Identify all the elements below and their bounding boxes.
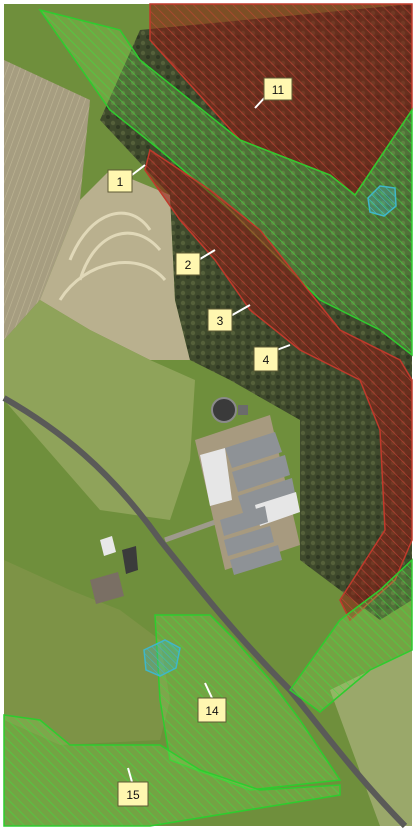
label-11-text: 11	[272, 83, 285, 97]
farm-buildings	[195, 397, 300, 575]
label-4[interactable]: 4	[253, 346, 279, 372]
lower-field	[4, 560, 170, 745]
label-1-text: 1	[117, 175, 124, 189]
zone-15[interactable]	[3, 714, 341, 827]
zone-1[interactable]	[38, 8, 413, 357]
label-11[interactable]: 11	[263, 77, 293, 101]
silo	[211, 397, 237, 423]
road	[2, 395, 408, 829]
pond-zone-lower[interactable]	[143, 639, 181, 677]
label-2[interactable]: 2	[175, 252, 201, 276]
green-field	[4, 300, 195, 520]
right-field	[330, 650, 412, 826]
pond-zone-upper[interactable]	[367, 185, 397, 217]
zone-2-4[interactable]	[144, 148, 413, 622]
light-field	[40, 170, 190, 360]
label-1[interactable]: 1	[107, 169, 133, 193]
label-4-text: 4	[263, 353, 270, 367]
label-15-text: 15	[126, 788, 140, 802]
label-14[interactable]: 14	[197, 697, 227, 723]
zone-labels: 11 1 2 3 4 14 15	[107, 77, 293, 807]
label-15[interactable]: 15	[117, 781, 149, 807]
label-14-text: 14	[205, 704, 219, 718]
label-3[interactable]: 3	[207, 308, 233, 332]
farmhouse	[90, 536, 138, 604]
label-3-text: 3	[217, 314, 224, 328]
zone-green-right[interactable]	[288, 558, 413, 713]
label-2-text: 2	[185, 258, 192, 272]
zone-14[interactable]	[154, 614, 342, 791]
